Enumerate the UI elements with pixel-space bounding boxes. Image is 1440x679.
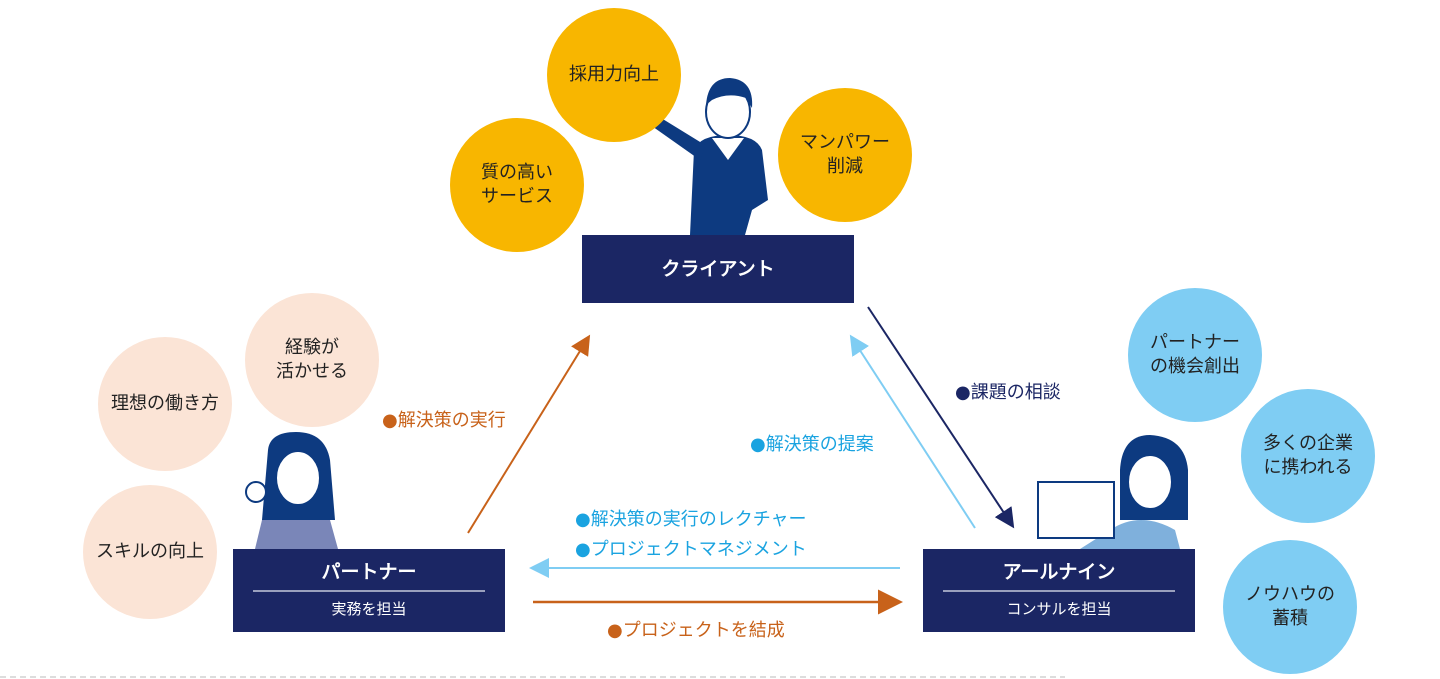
- partner-person-icon: [245, 432, 338, 549]
- partner-label: パートナー: [321, 561, 417, 583]
- flow-label-lecture: ●解決策の実行のレクチャー: [575, 509, 807, 530]
- flow-label-pm: ●プロジェクトマネジメント: [575, 539, 807, 560]
- arrow-partner-to-client: [467, 334, 591, 534]
- flow-label-propose: ●解決策の提案: [750, 434, 874, 455]
- arunine-person-icon: [1037, 435, 1188, 549]
- client-person-icon: [622, 78, 768, 235]
- flow-label-execute: ●解決策の実行: [382, 410, 506, 431]
- arunine-label: アールナイン: [1002, 561, 1116, 583]
- partner-benefit-circle: 経験が 活かせる: [245, 293, 379, 427]
- divider: [943, 590, 1175, 592]
- arrow-arunine-to-client: [849, 334, 976, 529]
- arunine-benefit-circle: 多くの企業 に携われる: [1241, 389, 1375, 523]
- flow-label-form: ●プロジェクトを結成: [607, 620, 785, 641]
- partner-box: パートナー 実務を担当: [233, 549, 505, 632]
- arrow-client-to-arunine: [867, 306, 1015, 529]
- partner-role: 実務を担当: [331, 600, 407, 618]
- flow-label-consult: ●課題の相談: [955, 382, 1061, 403]
- arunine-box: アールナイン コンサルを担当: [923, 549, 1195, 632]
- client-box: クライアント: [582, 235, 854, 303]
- divider: [253, 590, 485, 592]
- arunine-benefit-circle: パートナー の機会創出: [1128, 288, 1262, 422]
- client-benefit-circle: マンパワー 削減: [778, 88, 912, 222]
- client-benefit-circle: 採用力向上: [547, 8, 681, 142]
- partner-benefit-circle: 理想の働き方: [98, 337, 232, 471]
- arunine-role: コンサルを担当: [1006, 600, 1112, 618]
- partner-benefit-circle: スキルの向上: [83, 485, 217, 619]
- client-label: クライアント: [661, 258, 775, 280]
- client-benefit-circle: 質の高い サービス: [450, 118, 584, 252]
- arunine-benefit-circle: ノウハウの 蓄積: [1223, 540, 1357, 674]
